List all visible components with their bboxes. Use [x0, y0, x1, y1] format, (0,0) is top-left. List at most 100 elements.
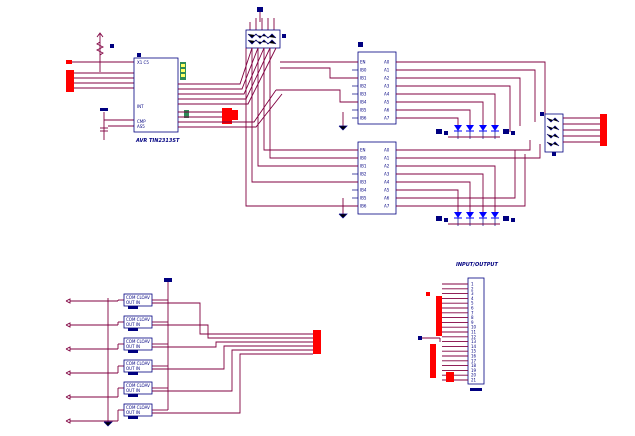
mux-pin-label: A6	[384, 108, 390, 113]
svg-text:X1 C5: X1 C5	[137, 60, 149, 65]
opto-label-2: OUT IN	[126, 388, 140, 393]
mux-pin-label: IB4	[360, 188, 367, 193]
led-ground-block	[436, 216, 442, 221]
mux-pin-label: A4	[384, 180, 390, 185]
led-row-bottom	[436, 212, 515, 226]
io-pin-number: 12	[471, 334, 477, 339]
mcu-jumper	[178, 62, 238, 124]
led-ground-block	[444, 131, 448, 135]
opto-label-2: OUT IN	[126, 344, 140, 349]
led-icon	[491, 212, 499, 218]
io-pin-number: 14	[471, 344, 477, 349]
mux-pin-label: IB2	[360, 172, 367, 177]
mux-pin-label: IB2	[360, 84, 367, 89]
mux-pin-label: A4	[384, 92, 390, 97]
mux-pin-label: A3	[384, 84, 390, 89]
io-pin-number: 21	[471, 378, 477, 383]
io-pin-number: 13	[471, 339, 477, 344]
mux-pin-label: A7	[384, 116, 390, 121]
svg-text:CMP: CMP	[137, 119, 146, 124]
mux-pin-label: A1	[384, 156, 390, 161]
opto-label-1: COM CLOAV	[126, 383, 150, 388]
mux-input-wires	[245, 48, 358, 219]
io-pin-number: 7	[471, 310, 474, 315]
opto-label-2: OUT IN	[126, 410, 140, 415]
led-ground-block	[511, 131, 515, 135]
opto-label-1: COM CLOAV	[126, 361, 150, 366]
led-row-top	[436, 125, 515, 139]
mux-pin-label: A0	[384, 148, 390, 153]
led-ground-block	[503, 129, 509, 134]
led-ground-block	[444, 218, 448, 222]
opto-label-1: COM CLOAV	[126, 339, 150, 344]
mux-output-wires	[396, 61, 546, 212]
led-icon	[479, 125, 487, 131]
io-pin-number: 17	[471, 358, 477, 363]
mux-pin-label: IB6	[360, 116, 367, 121]
led-icon	[466, 125, 474, 131]
mux-pin-label: IB5	[360, 196, 367, 201]
mux-pin-label: A1	[384, 68, 390, 73]
reset-resistor	[95, 32, 114, 72]
io-pin-number: 16	[471, 354, 477, 359]
crystal-cap	[100, 108, 134, 140]
mux-pin-label: A0	[384, 60, 390, 65]
opto-label-2: OUT IN	[126, 366, 140, 371]
mux-pin-label: IB3	[360, 92, 367, 97]
io-pin-number: 8	[471, 315, 474, 320]
led-icon	[454, 125, 462, 131]
io-pin-number: 10	[471, 325, 477, 330]
mux-pin-label: IB6	[360, 204, 367, 209]
io-pin-number: 1	[471, 282, 474, 287]
io-pin-number: 15	[471, 349, 477, 354]
opto-label-1: COM CLOAV	[126, 317, 150, 322]
io-pin-number: 19	[471, 368, 477, 373]
svg-text:AS5: AS5	[137, 124, 145, 129]
led-icon	[479, 212, 487, 218]
mux-pin-label: IB0	[360, 156, 367, 161]
mux-pin-label: A2	[384, 76, 390, 81]
opto-label-1: COM CLOAV	[126, 405, 150, 410]
mux-pin-label: IB3	[360, 180, 367, 185]
mux-pin-label: EN	[360, 60, 366, 65]
io-pin-number: 20	[471, 373, 477, 378]
mux-pin-label: A7	[384, 204, 390, 209]
mux-pin-label: A3	[384, 172, 390, 177]
led-icon	[466, 212, 474, 218]
io-pin-number: 6	[471, 306, 474, 311]
mcu-label: AVR TIN2313ST	[135, 138, 180, 144]
mux-pin-label: IB4	[360, 100, 367, 105]
mux-pin-label: IB5	[360, 108, 367, 113]
io-pin-number: 9	[471, 320, 474, 325]
mux-pin-label: EN	[360, 148, 366, 153]
opto-label-2: OUT IN	[126, 322, 140, 327]
led-ground-block	[503, 216, 509, 221]
mux-pin-label: IB1	[360, 164, 367, 169]
top-ribbon-connector	[245, 7, 286, 49]
left-input-connector	[66, 60, 134, 92]
io-pin-number: 11	[471, 330, 477, 335]
io-pin-number: 4	[471, 296, 474, 301]
io-pin-number: 5	[471, 301, 474, 306]
io-label: INPUT/OUTPUT	[456, 262, 498, 268]
led-ground-block	[436, 129, 442, 134]
led-ground-block	[511, 218, 515, 222]
io-pin-number: 18	[471, 363, 477, 368]
svg-text:INT: INT	[137, 104, 144, 109]
mux-pin-label: IB0	[360, 68, 367, 73]
opto-label-2: OUT IN	[126, 300, 140, 305]
mux-pin-label: A5	[384, 100, 390, 105]
mux-pin-label: A5	[384, 188, 390, 193]
mux-pin-label: A2	[384, 164, 390, 169]
mux-pin-label: IB1	[360, 76, 367, 81]
led-icon	[454, 212, 462, 218]
opto-label-1: COM CLOAV	[126, 295, 150, 300]
mux-pin-label: A6	[384, 196, 390, 201]
mcu-chip: X1 C5 INT CMP AS5 AVR TIN2313ST	[133, 53, 180, 144]
right-output-connector	[540, 112, 607, 156]
io-pin-number: 3	[471, 291, 474, 296]
